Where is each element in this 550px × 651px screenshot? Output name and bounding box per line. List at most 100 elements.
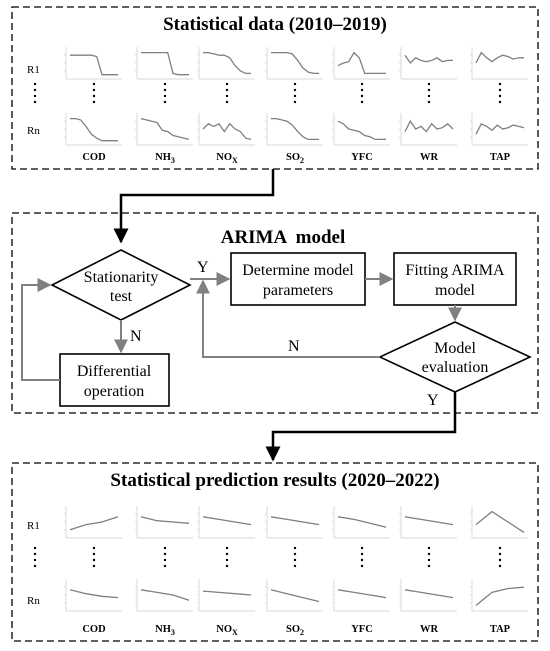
sparkline-series [475,510,525,533]
label-yes-evaluation: Y [427,392,439,409]
row-ellipsis-dots-bottom [33,546,37,568]
ellipsis-dot [293,558,297,562]
column-ellipsis-top-2 [225,82,229,104]
column-ellipsis-top-1 [163,82,167,104]
column-ellipsis-top-6 [498,82,502,104]
column-ellipsis-top-5 [427,82,431,104]
ellipsis-dot [33,94,37,98]
sparkline-series [202,590,252,596]
sparkline-bottom-rn-3 [265,579,323,612]
ellipsis-dot [33,546,37,550]
column-label-2: NOX [216,624,238,637]
ellipsis-dot [427,100,431,104]
sparkline-grid-top [64,47,528,146]
ellipsis-dot [33,552,37,556]
column-label-subscript: X [232,628,238,637]
ellipsis-dot [163,94,167,98]
sparkline-top-rn-4 [332,113,390,146]
ellipsis-dot [293,88,297,92]
column-label-6: TAP [490,624,511,635]
sparkline-bottom-r1-5 [399,506,457,539]
sparkline-series [475,586,525,606]
column-label-0: COD [82,624,106,635]
ellipsis-dot [163,564,167,568]
arima-model-title: ARIMA model [221,227,346,248]
ellipsis-dot [163,558,167,562]
determine-parameters-line1: Determine model [242,262,354,279]
sparkline-series [404,516,454,526]
main-arrow-to-model [113,169,275,244]
ellipsis-dot [293,546,297,550]
sparkline-series [404,589,454,599]
ellipsis-dot [427,564,431,568]
sparkline-top-r1-5 [399,47,457,80]
ellipsis-dot [225,82,229,86]
ellipsis-dot [163,100,167,104]
ellipsis-dot [92,552,96,556]
column-ellipsis-top-4 [360,82,364,104]
column-label-subscript: 2 [300,156,304,165]
column-ellipsis-bottom-1 [163,546,167,568]
model-evaluation-line2: evaluation [422,359,489,376]
ellipsis-dot [163,88,167,92]
label-yes-stationary: Y [197,259,209,276]
sparkline-bottom-rn-0 [64,579,122,612]
ellipsis-dot [163,552,167,556]
ellipsis-dot [225,88,229,92]
ellipsis-dot [92,82,96,86]
ellipsis-dot [498,94,502,98]
ellipsis-dot [498,100,502,104]
ellipsis-dot [360,546,364,550]
ellipsis-dot [498,552,502,556]
sparkline-series [70,54,118,76]
column-label-5: WR [420,624,439,635]
ellipsis-dot [92,546,96,550]
column-label-2: NOX [216,152,238,165]
arrow-evaluation-no [196,279,380,358]
column-ellipsis-bottom-2 [225,546,229,568]
column-ellipsis-bottom-6 [498,546,502,568]
label-no-evaluation: N [288,338,300,355]
ellipsis-dot [92,100,96,104]
stationarity-test-line2: test [110,288,133,305]
ellipsis-dot [360,82,364,86]
sparkline-bottom-r1-6 [470,506,528,539]
row-label-r1-top: R1 [27,64,40,76]
column-label-1: NH3 [155,152,175,165]
row-ellipsis-top [33,82,37,104]
sparkline-series [70,117,118,142]
sparkline-series [337,516,387,528]
ellipsis-dot [360,100,364,104]
sparkline-bottom-r1-3 [265,506,323,539]
sparkline-top-rn-0 [64,113,122,146]
row-label-r1-bottom: R1 [27,520,40,532]
sparkline-bottom-r1-2 [197,506,255,539]
determine-parameters-line2: parameters [263,282,333,299]
ellipsis-dot [293,100,297,104]
sparkline-series [203,51,251,75]
column-label-3: SO2 [286,624,304,637]
ellipsis-dot [225,558,229,562]
sparkline-bottom-rn-5 [399,579,457,612]
sparkline-bottom-r1-0 [64,506,122,539]
column-label-subscript: X [232,156,238,165]
ellipsis-dot [360,94,364,98]
sparkline-series [270,589,320,603]
sparkline-top-r1-6 [470,47,528,80]
sparkline-grid-bottom [64,506,528,612]
sparkline-top-r1-4 [332,47,390,80]
sparkline-bottom-r1-1 [135,506,193,539]
determine-parameters-box [230,252,366,306]
sparkline-series [270,516,320,526]
ellipsis-dot [427,552,431,556]
column-label-5: WR [420,152,439,163]
sparkline-series [69,589,119,599]
row-label-rn-bottom: Rn [27,595,40,607]
ellipsis-dot [293,564,297,568]
ellipsis-dot [225,552,229,556]
column-label-4: YFC [351,624,373,635]
sparkline-series [475,51,524,64]
statistical-data-title: Statistical data (2010–2019) [163,14,387,35]
ellipsis-dot [92,564,96,568]
sparkline-series [475,122,525,135]
